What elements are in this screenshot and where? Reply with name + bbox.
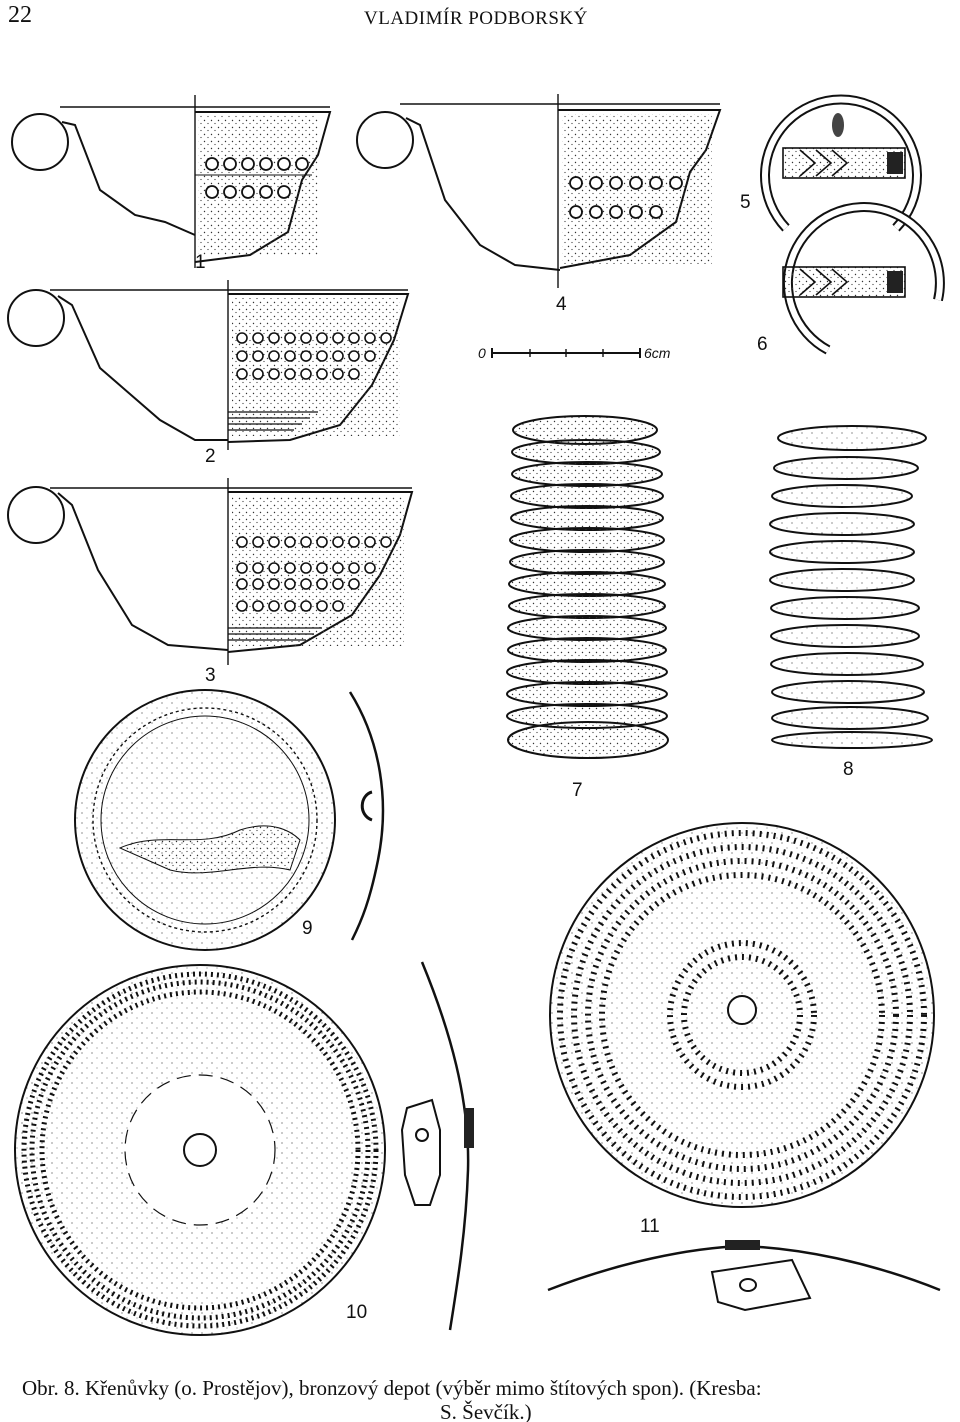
spiral-8 [769,425,933,749]
item-number-6: 6 [757,334,768,355]
spiral-armband-7 [506,415,669,759]
vessel-2-dots [236,332,392,380]
caption-line-1: Obr. 8. Křenůvky (o. Prostějov), bronzov… [22,1376,762,1400]
disc-9 [74,689,336,951]
disc-10-profile [400,961,474,1331]
scale-label-end: 6cm [644,345,671,361]
item-number-11: 11 [640,1216,660,1237]
vessel-1-dots [205,157,309,199]
page-number: 22 [8,2,32,28]
caption-line-2: S. Ševčík.) [440,1400,532,1422]
scale-bar [491,348,641,358]
ring-6 [782,202,945,355]
vessel-2 [7,280,410,450]
item-number-7: 7 [572,780,583,801]
disc-9-profile [348,691,385,941]
disc-10 [14,964,386,1336]
item-number-3: 3 [205,665,216,686]
item-number-9: 9 [302,918,313,939]
running-title: VLADIMÍR PODBORSKÝ [364,8,588,29]
item-number-10: 10 [346,1302,367,1323]
scale-label-zero: 0 [478,345,486,361]
disc-11-profile [547,1240,941,1312]
item-number-1: 1 [195,252,206,273]
vessel-3-dots [236,536,392,612]
disc-11 [549,822,935,1208]
vessel-4 [356,94,722,288]
item-number-2: 2 [205,446,216,467]
figure-plate: 1 4 2 [7,94,945,1336]
ring-5 [760,94,922,232]
item-number-8: 8 [843,759,854,780]
vessel-4-dots [569,176,683,219]
item-number-5: 5 [740,192,751,213]
item-number-4: 4 [556,294,567,315]
figure-caption: Obr. 8. Křenůvky (o. Prostějov), bronzov… [22,1376,952,1422]
vessel-1 [11,95,332,268]
